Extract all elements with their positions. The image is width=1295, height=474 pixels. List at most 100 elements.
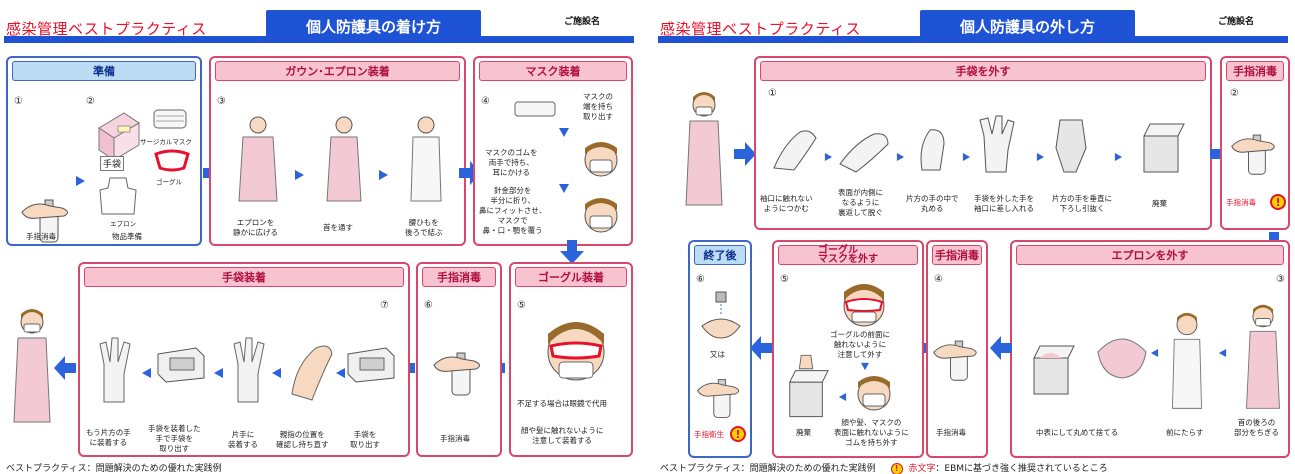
- big-arrow-down: [560, 240, 584, 264]
- footer-note: ベストプラクティス：問題解決のための優れた実践例 ! 赤文字：EBMに基づき強く…: [660, 461, 1108, 474]
- caption-mask-wire: 針金部分を 半分に折り、 鼻にフィットさせ、 マスクで 鼻・口・顎を覆う: [479, 186, 547, 235]
- caption-mask-hold: マスクの 端を持ち 取り出す: [583, 92, 613, 121]
- poster-title: 感染管理ベストプラクティス: [6, 20, 207, 38]
- step-number: ④: [481, 96, 490, 107]
- caption-hand4: 手指消毒: [936, 428, 966, 437]
- hand-wash-icon: [701, 291, 741, 339]
- arrow-left: [1218, 349, 1227, 357]
- step-number: ③: [1276, 274, 1285, 285]
- caption-gm2: 顔や髪、マスクの 表面に触れないように ゴムを持ち外す: [834, 418, 909, 447]
- caption-hand-hygiene: 手指衛生: [694, 430, 724, 439]
- section-hand-title: 手指消毒: [422, 267, 496, 287]
- caption-gm3: 廃棄: [796, 428, 811, 437]
- section-remove-goggle-mask-title: ゴーグル マスクを外す: [778, 245, 918, 265]
- section-hand4: 手指消毒 ④ 手指消毒: [926, 240, 988, 458]
- warning-icon: !: [730, 426, 746, 442]
- apron-roll-icon: [1097, 338, 1147, 379]
- legend-text: ：EBMに基づき強く推奨されているところ: [935, 464, 1108, 474]
- caption-r3: 片方の手の中で 丸める: [906, 194, 959, 213]
- label-gloves: 手袋: [100, 156, 125, 171]
- arrow-left: [214, 368, 223, 378]
- header-bar: [658, 36, 1288, 43]
- caption-r2: 表面が内側に なるように 裏返して脱ぐ: [838, 188, 883, 217]
- caption-a1: 首の後ろの 部分をちぎる: [1234, 418, 1279, 437]
- section-prep: 準備 ① ② 手袋 サージカルマスク ゴーグル エプロン 手指消毒 物品: [6, 56, 202, 246]
- section-gloves-title: 手袋装着: [84, 267, 404, 287]
- face-mask-icon: [584, 142, 618, 177]
- step-number: ⑦: [380, 300, 389, 311]
- apron-icon: [99, 177, 137, 215]
- facility-name: ご施設名: [564, 17, 601, 27]
- step-number: ⑤: [780, 274, 789, 285]
- person-neck-tear-icon: [1246, 304, 1280, 409]
- donning-poster: 感染管理ベストプラクティス 個人防護具の着け方 ご施設名 準備 ① ② 手袋 サ…: [4, 0, 639, 474]
- big-arrow-right: [734, 142, 756, 166]
- caption-r6: 廃棄: [1152, 199, 1167, 208]
- thumb-check-icon: [291, 345, 333, 401]
- arrow-left: [1150, 349, 1159, 357]
- section-hand4-title: 手指消毒: [932, 245, 982, 265]
- arrow-right: [896, 153, 905, 161]
- step-number: ④: [934, 274, 943, 285]
- section-goggle-title: ゴーグル装着: [515, 267, 627, 287]
- face-wire-icon: [584, 198, 618, 233]
- caption-hand-disinfect: 手指消毒: [440, 434, 470, 443]
- section-remove-gloves-title: 手袋を外す: [760, 61, 1206, 81]
- warning-icon: !: [890, 462, 903, 474]
- glove-pull-icon: [1055, 119, 1087, 173]
- doffing-poster: 感染管理ベストプラクティス 個人防護具の外し方 ご施設名 手袋を外す ① 袖口に…: [658, 0, 1293, 474]
- section-hand2-title: 手指消毒: [1226, 61, 1284, 81]
- section-remove-apron: エプロンを外す ③ 首の後ろの 部分をちぎる 前にたらす 中表にして丸めて捨てる: [1010, 240, 1290, 458]
- facility-name: ご施設名: [1218, 17, 1255, 27]
- arrow-right: [379, 170, 388, 180]
- person-waist-icon: [410, 116, 442, 202]
- hand-sanitizer-icon: [933, 340, 977, 381]
- surgical-mask-icon: [153, 109, 187, 129]
- caption-gm1: ゴーグルの前面に 触れないように 注意して外す: [830, 330, 890, 359]
- step-number: ①: [768, 88, 777, 99]
- caption-through-neck: 首を通す: [323, 223, 353, 232]
- big-arrow-left: [750, 336, 772, 360]
- glove-box-icon: [347, 347, 395, 383]
- section-end: 終了後 ⑥ 又は 手指衛生 !: [688, 240, 752, 458]
- caption-hand-disinfect: 手指消毒: [26, 232, 56, 241]
- caption-glove-3: 片手に 装着する: [228, 430, 258, 449]
- step-number: ①: [14, 96, 23, 107]
- step-number: ⑥: [424, 300, 433, 311]
- section-mask-title: マスク装着: [479, 61, 627, 81]
- footer-note: ベストプラクティス：問題解決のための優れた実践例: [6, 464, 222, 474]
- warning-icon: !: [1270, 194, 1286, 210]
- step-number: ③: [217, 96, 226, 107]
- caption-r4: 手袋を外した手を 袖口に差し入れる: [974, 194, 1034, 213]
- caption-r1: 袖口に触れない ようにつかむ: [760, 194, 813, 213]
- hand-sanitizer-icon: [433, 352, 480, 396]
- person-neck-icon: [326, 116, 362, 202]
- goggles-icon: [154, 149, 190, 172]
- caption-spread-apron: エプロンを 静かに広げる: [233, 218, 278, 237]
- arrow-left: [336, 368, 345, 378]
- caption-glove-1: もう片方の手 に装着する: [86, 428, 131, 447]
- footer-text: ベストプラクティス：問題解決のための優れた実践例: [660, 464, 876, 474]
- person-start-icon: [685, 92, 723, 206]
- glove-hand-icon: [99, 337, 131, 403]
- glove-peel-icon: [839, 133, 889, 173]
- label-goggles: ゴーグル: [156, 178, 182, 186]
- section-hand2: 手指消毒 ② 手指消毒 !: [1220, 56, 1290, 230]
- caption-mask-ears: マスクのゴムを 両手で持ち、 耳にかける: [485, 148, 538, 177]
- arrow-left: [838, 393, 847, 401]
- section-remove-gloves: 手袋を外す ① 袖口に触れない ようにつかむ 表面が内側に なるように 裏返して…: [754, 56, 1212, 230]
- caption-goggle-face: 顔や髪に触れないように 注意して装着する: [521, 426, 604, 445]
- hand-sanitizer-icon: [1231, 134, 1275, 175]
- section-end-title: 終了後: [694, 245, 746, 265]
- arrow-right: [824, 153, 833, 161]
- arrow-right: [1036, 153, 1045, 161]
- arrow-down: [559, 184, 569, 193]
- arrow-right: [76, 176, 85, 186]
- arrow-right: [295, 170, 304, 180]
- step-number: ②: [86, 96, 95, 107]
- section-gown-title: ガウン･エプロン装着: [215, 61, 460, 81]
- label-apron: エプロン: [110, 220, 136, 228]
- waste-bin-icon: [1143, 123, 1185, 173]
- arrow-right: [962, 153, 971, 161]
- big-arrow-left: [54, 356, 76, 380]
